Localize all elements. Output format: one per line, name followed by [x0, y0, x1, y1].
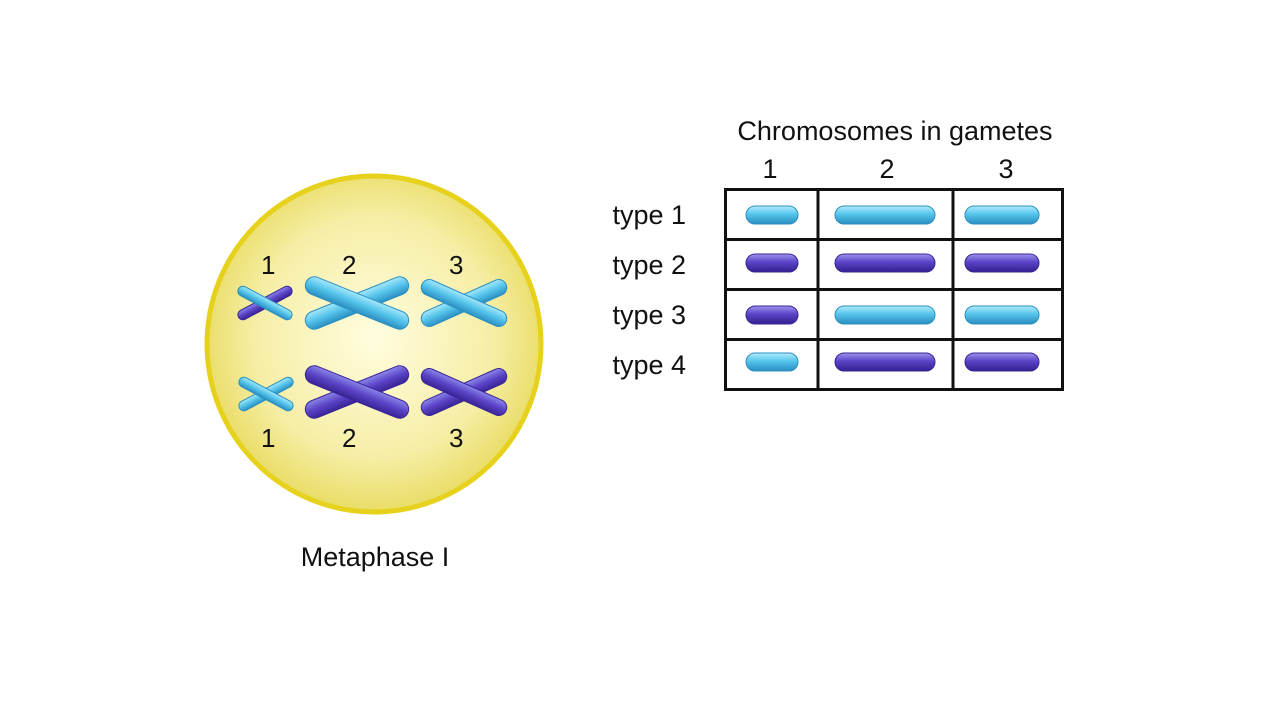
gamete-chromosome-r3-c3 — [964, 305, 1040, 325]
cell-membrane — [204, 173, 544, 515]
column-header-1: 1 — [762, 154, 778, 184]
row-label-type-4: type 4 — [612, 350, 686, 380]
gamete-chromosome-r3-c1 — [745, 305, 799, 325]
cell-label-bottom-1: 1 — [261, 423, 276, 453]
column-header-2: 2 — [879, 154, 895, 184]
gamete-chromosome-r2-c2 — [834, 253, 936, 273]
cell-label-top-3: 3 — [449, 250, 464, 280]
cell-label-top-1: 1 — [261, 250, 276, 280]
chromosome-2-bottom — [304, 365, 410, 419]
gamete-chromosome-r3-c2 — [834, 305, 936, 325]
row-label-type-2: type 2 — [612, 250, 686, 280]
cell-label-bottom-2: 2 — [342, 423, 357, 453]
cell-caption: Metaphase I — [300, 542, 450, 572]
gamete-chromosome-r2-c3 — [964, 253, 1040, 273]
gamete-chromosome-r1-c3 — [964, 205, 1040, 225]
chromosome-1-bottom — [238, 376, 294, 412]
gamete-chromosome-r1-c1 — [745, 205, 799, 225]
chromosome-3-bottom — [420, 368, 508, 416]
chromosome-3-top — [420, 279, 508, 327]
metaphase-cell — [204, 173, 544, 515]
gamete-chromosome-r4-c3 — [964, 352, 1040, 372]
row-label-type-1: type 1 — [612, 200, 686, 230]
cell-label-top-2: 2 — [342, 250, 357, 280]
gamete-chromosome-r2-c1 — [745, 253, 799, 273]
chromosome-2-top — [304, 276, 410, 330]
gamete-chromosome-r4-c1 — [745, 352, 799, 372]
table-grid-lines — [724, 188, 1064, 391]
row-label-type-3: type 3 — [612, 300, 686, 330]
gamete-chromosome-r4-c2 — [834, 352, 936, 372]
gamete-table — [724, 188, 1064, 391]
cell-label-bottom-3: 3 — [449, 423, 464, 453]
gamete-chromosome-r1-c2 — [834, 205, 936, 225]
column-header-3: 3 — [998, 154, 1014, 184]
table-title: Chromosomes in gametes — [737, 116, 1053, 146]
chromosome-1-top — [237, 285, 293, 321]
